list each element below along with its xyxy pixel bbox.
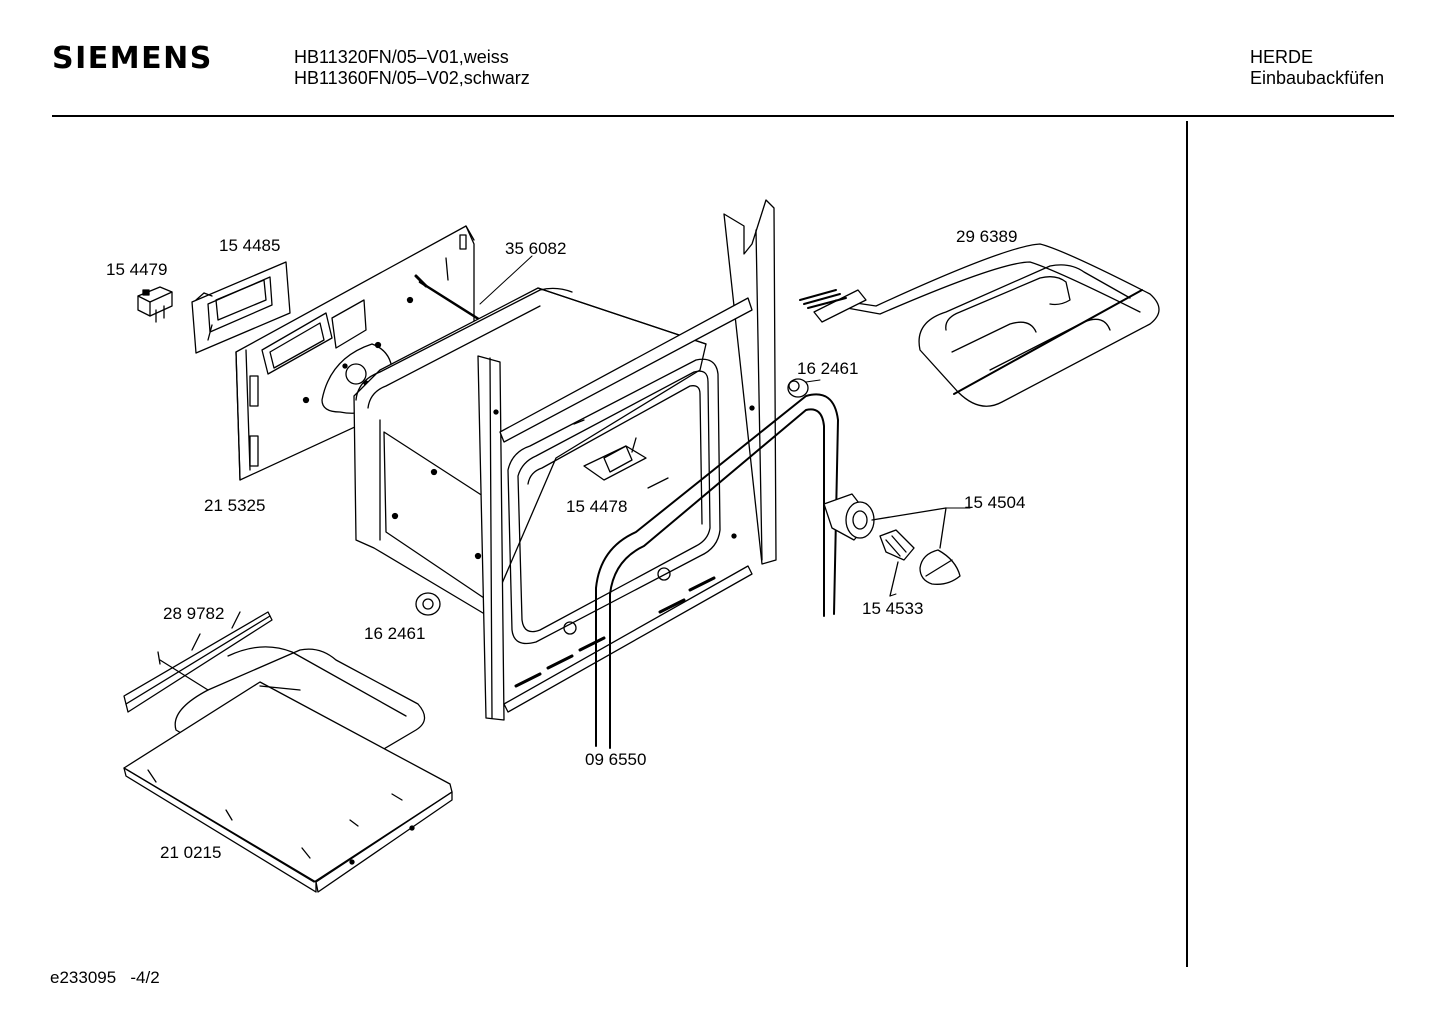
category-line-2: Einbaubackfüfen <box>1250 68 1385 88</box>
document-id: e233095 -4/2 <box>50 969 160 986</box>
plug-button-left-part <box>416 593 440 615</box>
switch-clip-part <box>138 287 172 322</box>
front-frame-part <box>478 200 776 720</box>
category-line-1: HERDE <box>1250 47 1314 67</box>
plug-button-right-part <box>788 379 808 397</box>
part-label: 28 9782 <box>163 604 225 623</box>
brand-logo: SIEMENS <box>52 41 213 76</box>
part-label: 09 6550 <box>585 750 647 769</box>
model-line-1: HB11320FN/05–V01,weiss <box>294 47 509 67</box>
part-label: 15 4504 <box>964 493 1026 512</box>
lamp-bulb-part <box>880 530 914 596</box>
bottom-heater-part <box>124 647 452 892</box>
part-label: 29 6389 <box>956 227 1018 246</box>
part-label: 16 2461 <box>797 359 859 378</box>
leader-lines <box>480 256 970 596</box>
part-label: 16 2461 <box>364 624 426 643</box>
part-label: 21 0215 <box>160 843 222 862</box>
part-label: 15 4478 <box>566 497 628 516</box>
switch-housing-part <box>192 262 290 353</box>
part-label: 15 4485 <box>219 236 281 255</box>
lamp-socket-part <box>824 494 960 584</box>
doc-id: e233095 <box>50 968 117 987</box>
header-divider <box>52 115 1394 117</box>
heater-bracket-part <box>124 612 272 712</box>
door-seal-part <box>596 394 838 748</box>
part-label: 15 4533 <box>862 599 924 618</box>
side-divider <box>1186 121 1188 967</box>
page-number: -4/2 <box>130 968 160 987</box>
grill-heating-element-part <box>800 244 1159 406</box>
model-line-2: HB11360FN/05–V02,schwarz <box>294 68 530 88</box>
part-label: 35 6082 <box>505 239 567 258</box>
bracket-part <box>574 420 668 488</box>
part-label: 15 4479 <box>106 260 168 279</box>
part-label: 21 5325 <box>204 496 266 515</box>
